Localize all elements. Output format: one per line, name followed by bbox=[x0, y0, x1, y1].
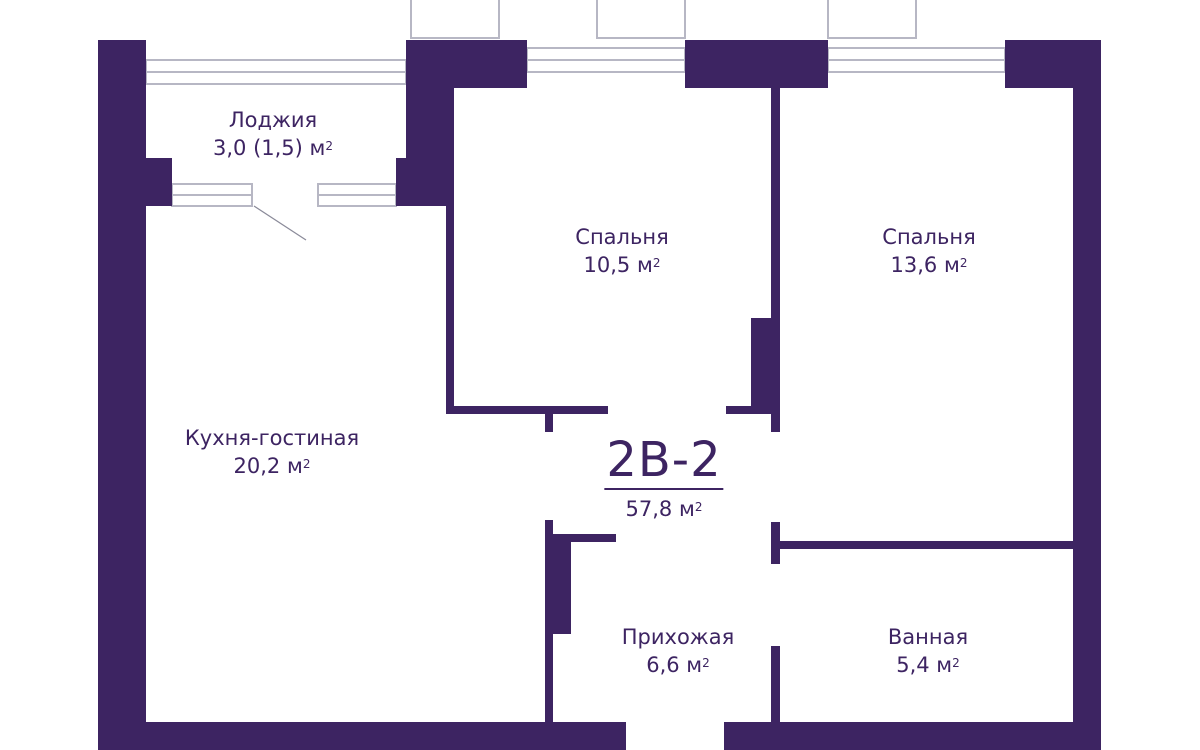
room-label-bedroom-1: Спальня 10,5 м2 bbox=[575, 223, 668, 279]
wall-bottom-right bbox=[724, 722, 1101, 750]
room-name: Спальня bbox=[882, 225, 976, 249]
wall-closet-block bbox=[751, 318, 780, 414]
apartment-total-area: 57,8 м2 bbox=[625, 497, 703, 521]
room-name: Лоджия bbox=[228, 108, 318, 132]
room-area: 3,0 (1,5) м2 bbox=[212, 136, 334, 160]
wall-bedroom1-bottom-left bbox=[446, 406, 608, 414]
window-frame-1 bbox=[410, 0, 500, 39]
apartment-code-block: 2B-2 57,8 м2 bbox=[604, 432, 724, 524]
loggia-door-line bbox=[253, 205, 307, 241]
wall-bath-top bbox=[771, 541, 1073, 549]
wall-hall-block bbox=[545, 534, 571, 634]
wall-bedroom-divider bbox=[771, 88, 780, 414]
wall-stub-2 bbox=[771, 414, 780, 432]
wall-bedroom1-left bbox=[446, 88, 454, 414]
room-area: 20,2 м2 bbox=[233, 454, 311, 478]
walls bbox=[98, 40, 1101, 750]
room-label-hallway: Прихожая 6,6 м2 bbox=[622, 623, 734, 679]
room-label-bathroom: Ванная 5,4 м2 bbox=[888, 623, 968, 679]
room-area: 5,4 м2 bbox=[896, 653, 960, 677]
wall-hall-top bbox=[545, 534, 616, 542]
window-frame-2 bbox=[596, 0, 686, 39]
apartment-code: 2B-2 bbox=[604, 432, 724, 490]
top-window-frames bbox=[410, 0, 917, 39]
room-area: 13,6 м2 bbox=[890, 253, 968, 277]
wall-bottom-left bbox=[98, 722, 626, 750]
room-label-bedroom-2: Спальня 13,6 м2 bbox=[882, 223, 975, 279]
room-label-kitchen-living: Кухня-гостиная 20,2 м2 bbox=[185, 424, 359, 480]
wall-right bbox=[1073, 40, 1101, 750]
room-name: Ванная bbox=[887, 625, 969, 649]
wall-top-middle bbox=[685, 40, 828, 88]
window-frame-3 bbox=[827, 0, 917, 39]
room-name: Спальня bbox=[575, 225, 669, 249]
room-label-loggia: Лоджия 3,0 (1,5) м2 bbox=[213, 106, 333, 162]
room-name: Прихожая bbox=[621, 625, 735, 649]
room-name: Кухня-гостиная bbox=[184, 426, 360, 450]
room-area: 10,5 м2 bbox=[583, 253, 661, 277]
wall-hall-left bbox=[545, 520, 553, 750]
wall-loggia-right bbox=[396, 158, 454, 206]
room-area: 6,6 м2 bbox=[646, 653, 710, 677]
wall-bath-left-lower bbox=[771, 646, 780, 750]
wall-left bbox=[98, 40, 146, 750]
wall-loggia-left bbox=[98, 158, 172, 206]
wall-stub-1 bbox=[545, 414, 553, 432]
